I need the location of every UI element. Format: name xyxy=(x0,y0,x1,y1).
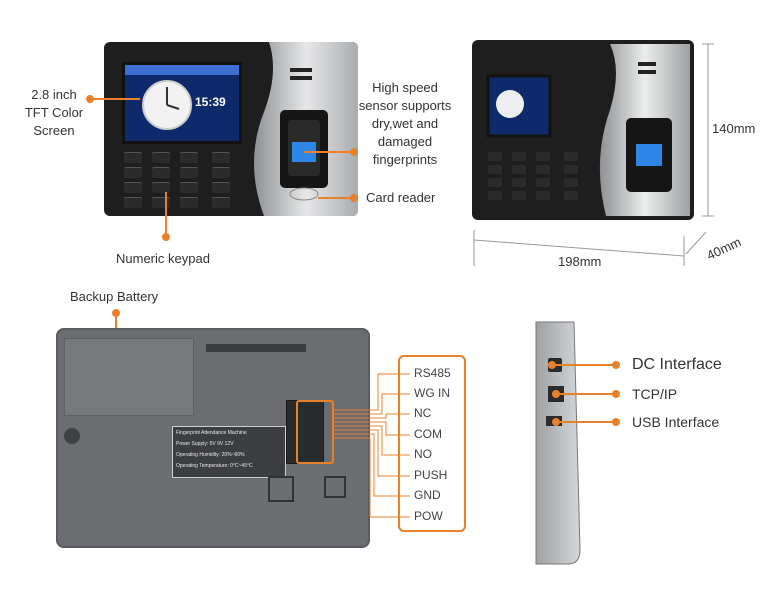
pin-label: COM xyxy=(414,427,442,441)
pin-connector-lines xyxy=(332,373,410,518)
pin-label: POW xyxy=(414,509,443,523)
pin-highlight xyxy=(296,400,334,464)
clock-icon xyxy=(125,65,239,130)
sticker-power: Power Supply: 5V 9V 12V xyxy=(176,441,234,447)
pin-label: NO xyxy=(414,447,432,461)
pin-label: WG IN xyxy=(414,386,450,400)
screw-mount xyxy=(324,476,346,498)
card-reader-label: Card reader xyxy=(366,190,436,205)
dimension-device-body xyxy=(472,40,694,220)
callout-line xyxy=(318,197,354,199)
sensor-label: High speed sensor supports dry,wet and d… xyxy=(350,79,460,169)
info-sticker: Fingerprint Attendance Machine Power Sup… xyxy=(172,426,286,478)
callout-dot xyxy=(612,390,620,398)
pin-label: NC xyxy=(414,406,432,420)
dimension-device xyxy=(472,40,698,224)
callout-line xyxy=(304,151,354,153)
side-device xyxy=(534,320,582,566)
pin-label: PUSH xyxy=(414,468,448,482)
sticker-title: Fingerprint Attendance Machine xyxy=(176,430,247,436)
callout-line xyxy=(552,364,614,366)
screen-label-line: TFT Color xyxy=(24,105,84,120)
screen-label-line: 2.8 inch xyxy=(31,87,77,102)
battery-cover xyxy=(64,338,194,416)
dimension-lines xyxy=(473,43,714,266)
sensor-label-line: High speed xyxy=(372,80,438,95)
screw-mount xyxy=(268,476,294,502)
pin-list-box xyxy=(398,355,466,532)
mount-hole xyxy=(64,428,80,444)
connector-block xyxy=(286,400,324,464)
tcpip-label: TCP/IP xyxy=(632,386,678,402)
height-dimension: 140mm xyxy=(712,121,756,136)
callout-line xyxy=(556,393,614,395)
pin-label: RS485 xyxy=(414,366,451,380)
sticker-temperature: Operating Temperature: 0°C~45°C xyxy=(176,463,253,469)
vent-slot xyxy=(206,344,306,352)
usb-interface-label: USB Interface xyxy=(632,414,720,430)
sensor-label-line: sensor supports xyxy=(358,98,452,113)
battery-label: Backup Battery xyxy=(70,289,159,304)
sticker-humidity: Operating Humidity: 20%~60% xyxy=(176,452,245,458)
keypad-label: Numeric keypad xyxy=(116,251,210,266)
pin-label: GND xyxy=(414,488,441,502)
sensor-label-line: damaged xyxy=(377,134,433,149)
callout-line xyxy=(90,98,140,100)
callout-dot xyxy=(350,148,358,156)
clock-time: 15:39 xyxy=(195,95,226,109)
callout-dot xyxy=(162,233,170,241)
screen-label: 2.8 inch TFT Color Screen xyxy=(14,86,94,140)
callout-line xyxy=(556,421,614,423)
side-device-body xyxy=(535,321,581,565)
callout-dot xyxy=(612,361,620,369)
callout-line xyxy=(165,192,167,236)
sensor-label-line: dry,wet and xyxy=(371,116,439,131)
sensor-label-line: fingerprints xyxy=(372,152,438,167)
callout-dot xyxy=(350,194,358,202)
dc-interface-label: DC Interface xyxy=(632,356,722,373)
back-panel: Fingerprint Attendance Machine Power Sup… xyxy=(56,328,370,548)
callout-dot xyxy=(612,418,620,426)
width-dimension: 198mm xyxy=(558,254,602,269)
screen-label-line: Screen xyxy=(33,123,75,138)
front-screen: 15:39 xyxy=(122,62,242,144)
